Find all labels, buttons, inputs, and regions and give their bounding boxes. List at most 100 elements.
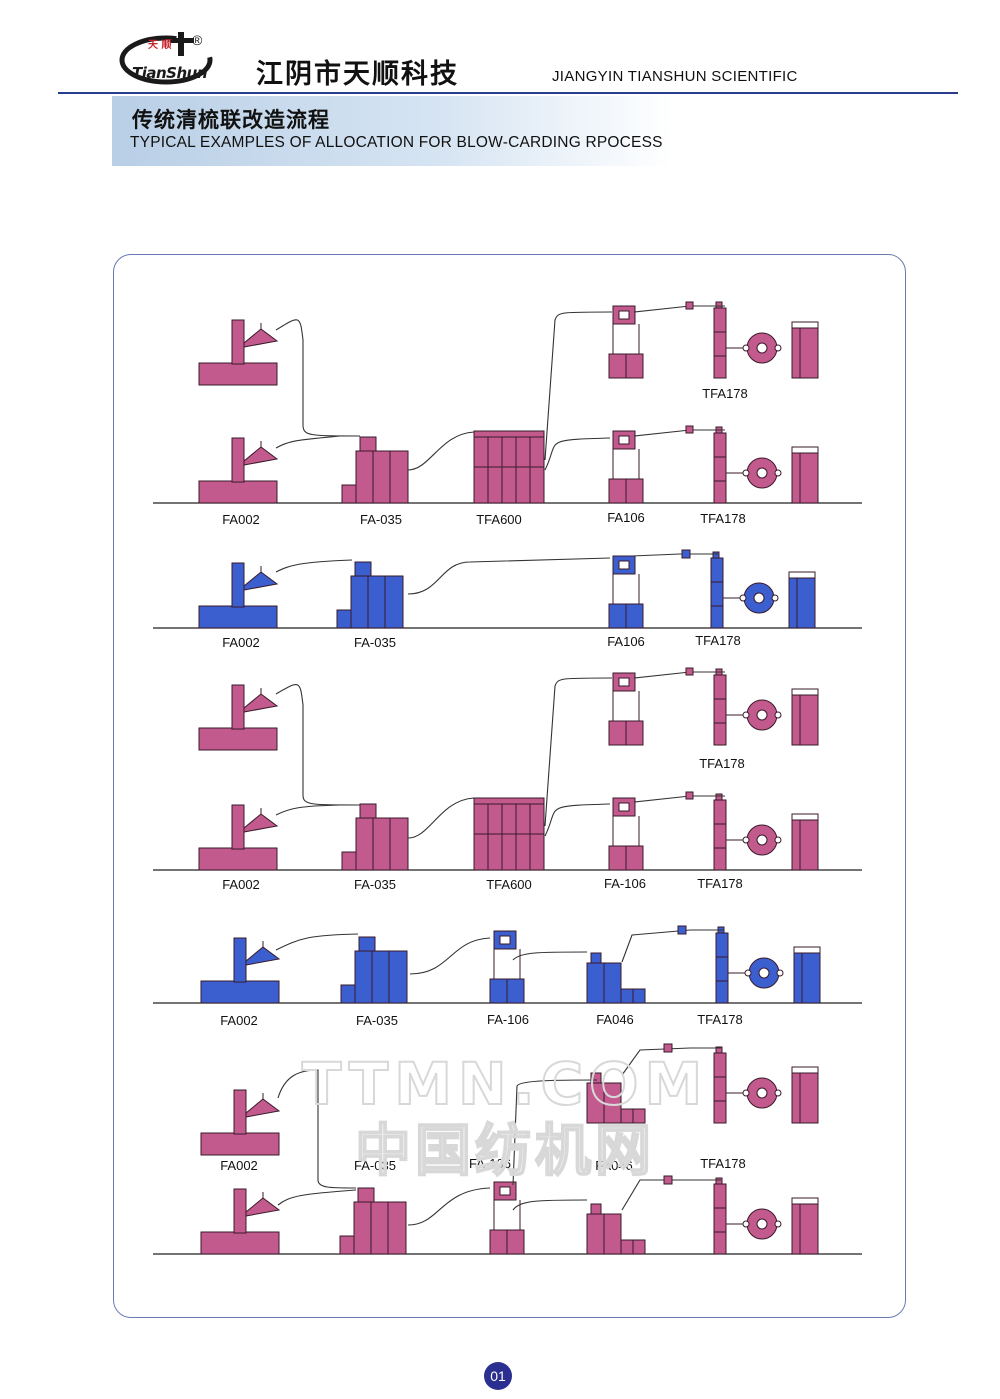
air-duct [544,803,611,837]
machine-label: FA046 [595,1158,633,1173]
tfa600-machine [473,430,545,504]
machine-label: FA106 [607,510,645,525]
machine-label: TFA178 [695,633,741,648]
page-title-en: TYPICAL EXAMPLES OF ALLOCATION FOR BLOW-… [130,134,663,151]
air-duct [407,1187,491,1226]
air-duct [512,1199,588,1211]
diagram-frame [113,254,906,1318]
machine-label: TFA178 [700,1156,746,1171]
machine-label: TFA178 [702,386,748,401]
damper [663,1043,673,1053]
fa035-machine [340,936,408,1004]
air-duct [633,305,725,313]
fa046-machine [586,1203,646,1255]
air-duct [275,684,361,806]
damper [677,925,687,935]
air-duct [277,1189,357,1206]
machine-label: FA-035 [354,635,396,650]
damper [685,667,694,676]
machine-label: FA-035 [360,512,402,527]
fa106-machine [608,797,644,871]
air-duct [275,319,361,437]
machine-label: TFA178 [697,876,743,891]
air-duct [277,1069,357,1189]
tfa178-machine [713,1177,819,1255]
machine-label: TFA178 [699,756,745,771]
tfa178-machine [715,926,821,1004]
tfa178-machine [713,793,819,871]
machine-label: TFA178 [697,1012,743,1027]
header-divider [58,92,958,94]
air-duct [512,1079,598,1186]
machine-label: FA002 [222,877,260,892]
air-duct [633,671,725,679]
tfa178-machine [710,551,816,629]
damper [681,549,691,559]
air-duct [631,553,718,557]
machine-label: FA-035 [354,1158,396,1173]
fa106-machine [608,555,644,629]
page-number: 01 [484,1362,512,1390]
fa002-machine [200,1089,281,1156]
watermark-line2: 中国纺机网 [355,1119,655,1182]
damper [663,1175,673,1185]
fa002-machine [198,684,279,751]
fa035-machine [336,561,404,629]
fa106-machine [489,930,525,1004]
air-duct [544,677,613,827]
machine-label: FA002 [220,1158,258,1173]
fa002-machine [200,937,281,1004]
fa002-machine [198,804,279,871]
tianshun-logo [119,32,213,85]
tfa178-machine [713,426,819,504]
tfa178-machine [713,301,819,379]
machine-label: FA-035 [354,877,396,892]
air-duct [407,557,611,595]
air-duct [275,933,359,951]
fa106-machine [608,672,644,746]
watermark: TTMN.COM 中国纺机网 [301,1052,708,1182]
air-duct [633,795,725,803]
air-duct [544,311,613,461]
air-duct [275,559,353,573]
air-duct [621,929,723,963]
damper [685,791,694,800]
tfa178-machine [713,668,819,746]
air-duct [275,804,341,816]
air-duct [275,435,341,449]
machine-label: FA106 [607,634,645,649]
fa046-machine [586,1072,646,1124]
machine-label: FA002 [222,512,260,527]
fa002-machine [198,319,279,386]
machine-label: FA002 [220,1013,258,1028]
air-duct [544,437,611,471]
logo-cn-text: 天 顺 [148,40,172,51]
tfa178-machine [713,1046,819,1124]
registered-mark: ® [192,32,203,48]
damper [685,425,694,434]
tfa600-machine [473,797,545,871]
air-duct [633,429,725,437]
watermark-line1: TTMN.COM [302,1052,708,1118]
machine-label: FA046 [596,1012,634,1027]
fa035-machine [339,1187,407,1255]
fa106-machine [608,430,644,504]
fa046-machine [586,952,646,1004]
page-title-cn: 传统清梳联改造流程 [132,108,330,132]
diagram-line-5: FA002 FA-035 FA-106 FA046 TFA178 [153,1043,862,1255]
machine-label: FA-106 [469,1156,511,1171]
logo-en-text: TianShun [132,64,208,82]
air-duct [407,431,475,471]
fa035-machine [341,803,409,871]
machine-label: FA-106 [604,876,646,891]
fa106-machine [489,1181,525,1255]
company-name-en: JIANGYIN TIANSHUN SCIENTIFIC [552,68,798,85]
company-name-cn: 江阴市天顺科技 [256,59,459,90]
machine-label: TFA178 [700,511,746,526]
fa106-machine [608,305,644,379]
